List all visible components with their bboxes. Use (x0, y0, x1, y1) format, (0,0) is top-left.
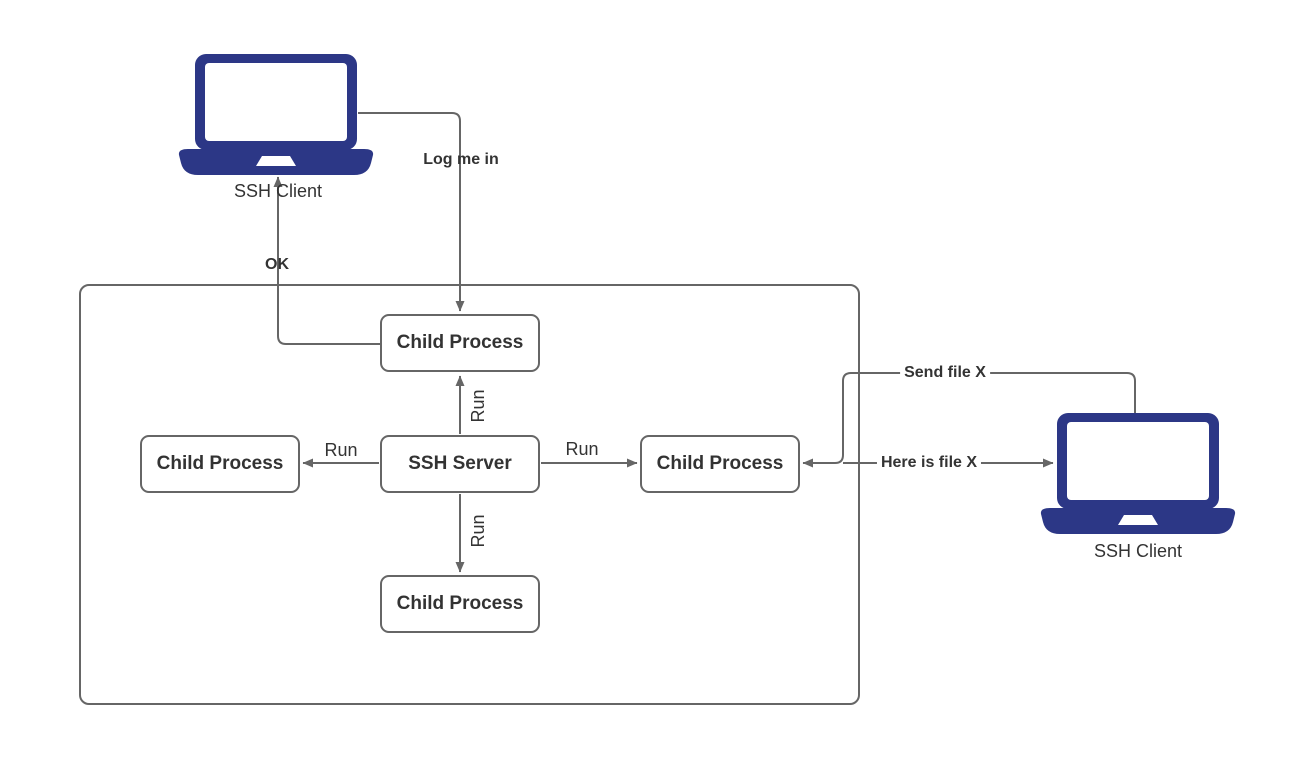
edge-label-run-right: Run (565, 439, 599, 460)
node-child-process-right: Child Process (640, 435, 800, 493)
node-ssh-server: SSH Server (380, 435, 540, 493)
edge-label-send-file: Send file X (900, 364, 990, 382)
edge-label-run-down: Run (468, 514, 489, 548)
node-label: Child Process (656, 453, 784, 474)
edge-ok-line (273, 176, 380, 345)
edge-label-run-left: Run (324, 440, 358, 461)
node-child-process-bottom: Child Process (380, 575, 540, 633)
laptop-icon (1040, 413, 1236, 534)
edge-label-ok: OK (265, 256, 289, 274)
node-label: Child Process (396, 332, 524, 353)
node-label: Child Process (396, 593, 524, 614)
laptop-icon (178, 54, 374, 175)
edge-label-log-me-in: Log me in (423, 151, 499, 169)
edge-label-run-up: Run (468, 389, 489, 423)
edge-log-me-in-line (358, 112, 465, 312)
edge-send-file-line (802, 372, 1136, 468)
node-label: SSH Server (408, 453, 512, 474)
node-child-process-top: Child Process (380, 314, 540, 372)
edge-label-here-is-file: Here is file X (876, 454, 982, 472)
server-boundary-box (79, 284, 860, 705)
node-label: Child Process (156, 453, 284, 474)
node-child-process-left: Child Process (140, 435, 300, 493)
ssh-client-right-label: SSH Client (1093, 541, 1183, 561)
ssh-client-left-label: SSH Client (233, 181, 323, 201)
